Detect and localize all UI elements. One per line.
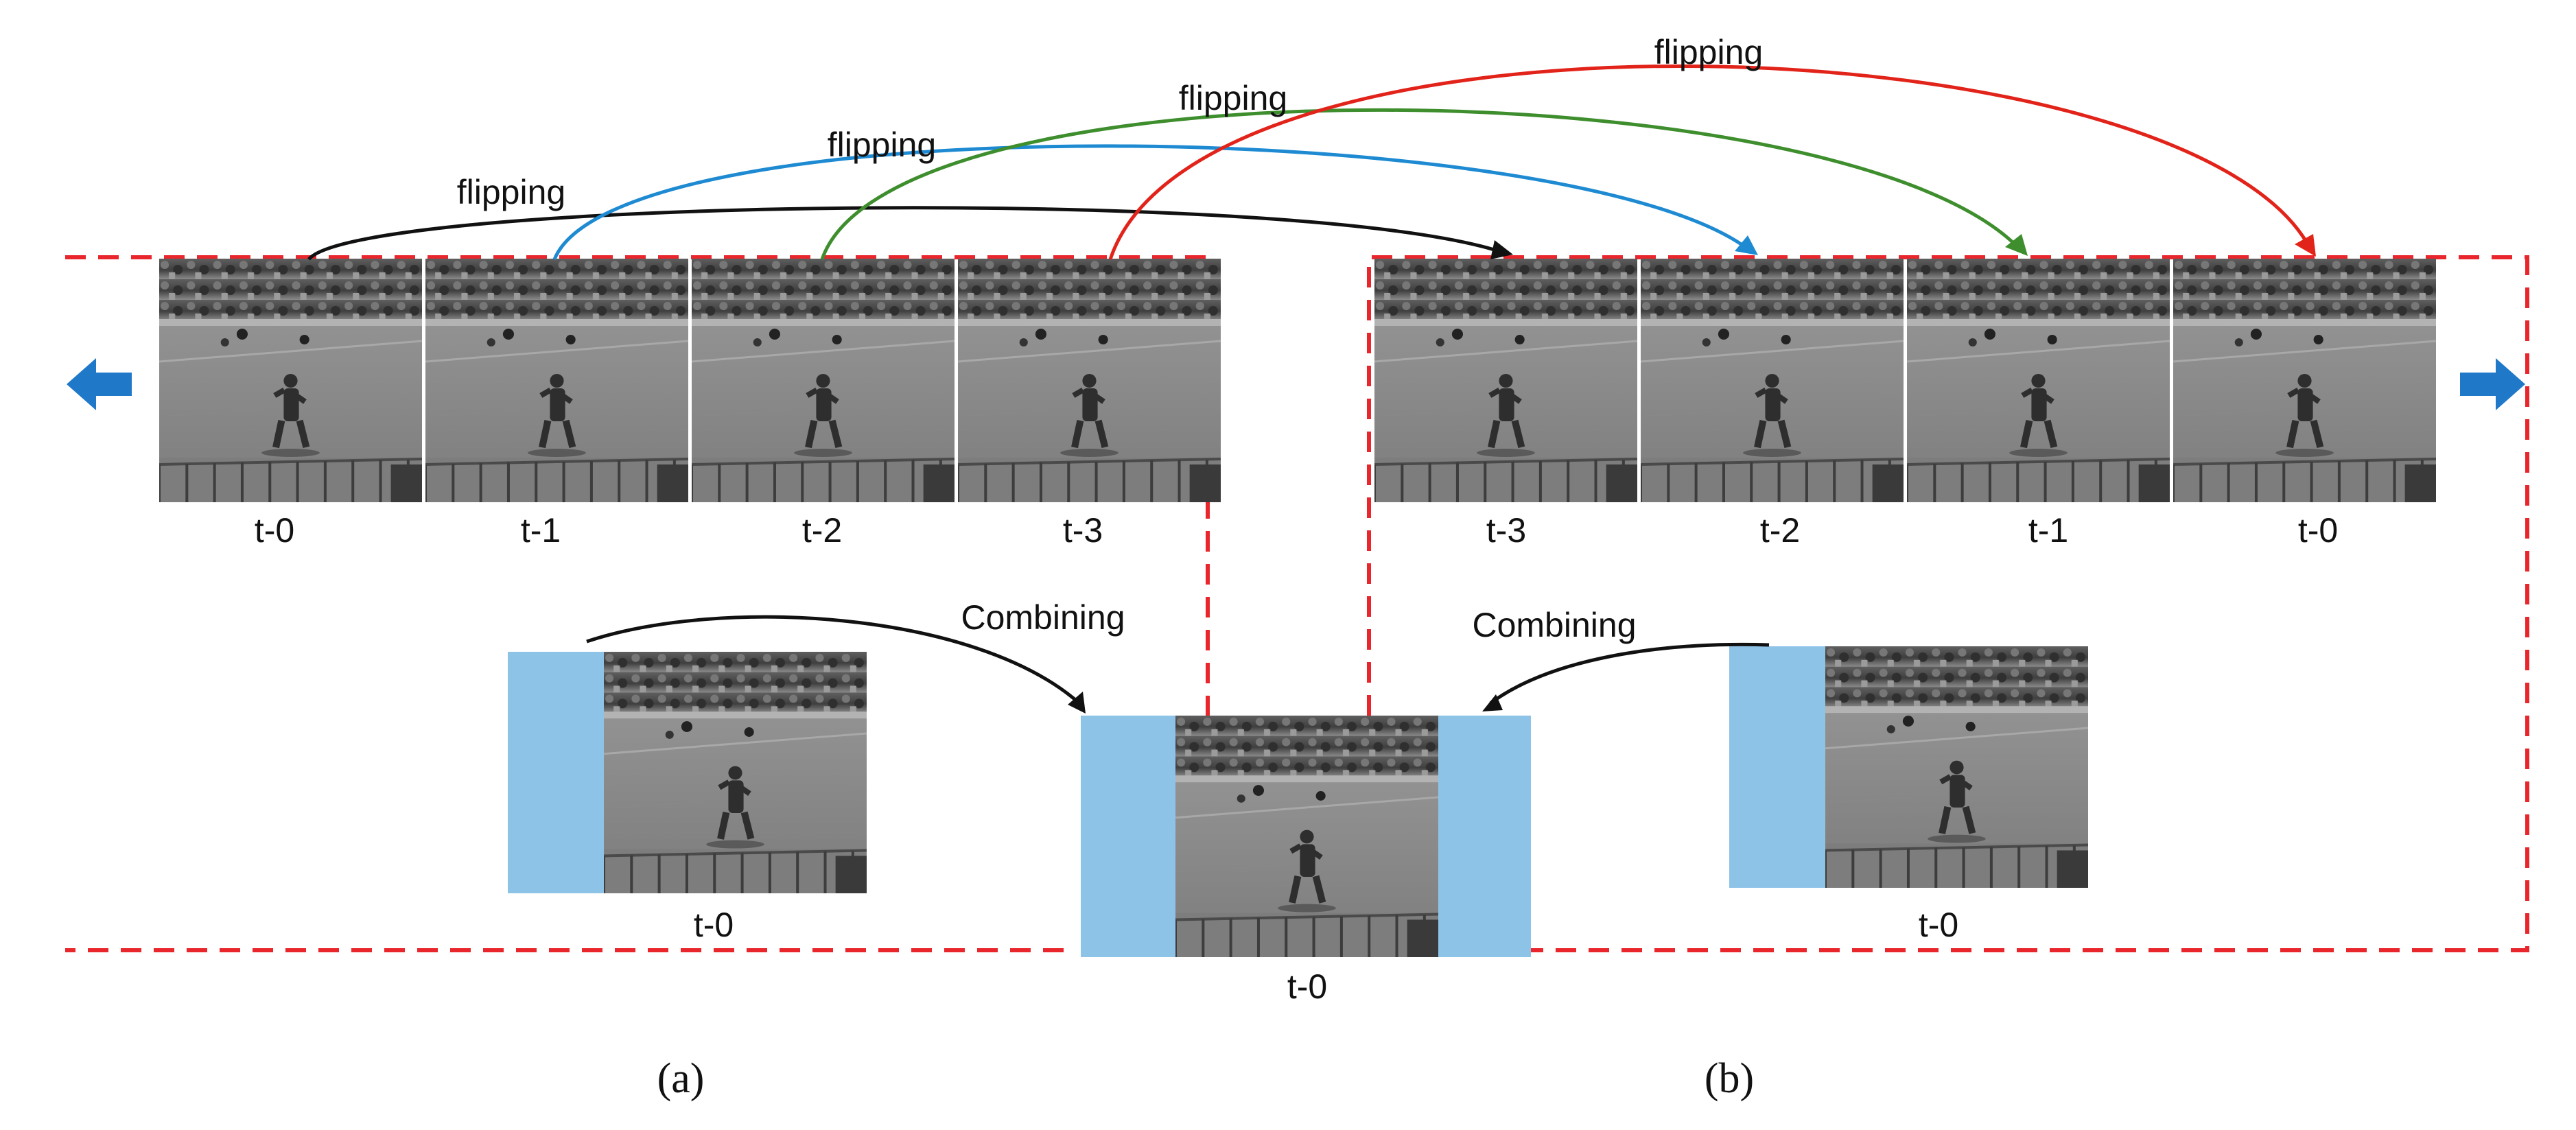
frame-label-a-1: t-0	[255, 511, 294, 550]
padding-block	[508, 652, 604, 893]
caption-a: (a)	[657, 1055, 705, 1102]
frame-label-a-3: t-2	[802, 511, 842, 550]
flip-label-3: flipping	[1179, 79, 1287, 117]
panel-b-border	[1367, 255, 2529, 952]
panel-b-padded-frame	[1729, 646, 2088, 888]
flip-arrowhead-green	[2005, 234, 2028, 256]
combined-frame-label: t-0	[1287, 967, 1327, 1006]
flip-arrow-blue	[552, 144, 1751, 260]
frame-thumbnail	[1825, 646, 2088, 888]
frame-label-b-1: t-3	[1486, 511, 1526, 550]
flip-arrow-green	[820, 108, 2022, 260]
padding-block-right	[1438, 716, 1531, 957]
flip-label-1: flipping	[457, 173, 565, 211]
frame-label-a-2: t-1	[521, 511, 561, 550]
panel-a-border	[65, 255, 1210, 952]
combine-arrowhead-b	[1482, 694, 1503, 711]
frame-thumbnail	[1641, 259, 1904, 502]
small-frame-label-b: t-0	[1919, 906, 1958, 944]
flip-label-4: flipping	[1654, 33, 1763, 71]
frame-thumbnail	[1907, 259, 2170, 502]
combining-label-a: Combining	[961, 598, 1125, 637]
flip-arrow-red	[1108, 64, 2313, 260]
frame-thumbnail	[425, 259, 688, 502]
combine-arrowhead-a	[1068, 692, 1086, 714]
frame-thumbnail	[1374, 259, 1637, 502]
frame-thumbnail	[958, 259, 1221, 502]
frame-thumbnail	[692, 259, 955, 502]
frame-thumbnail	[1175, 716, 1438, 957]
frame-label-b-3: t-1	[2028, 511, 2068, 550]
padding-block	[1729, 646, 1825, 888]
flip-label-2: flipping	[828, 126, 936, 164]
flip-arrowhead-black	[1490, 240, 1513, 259]
flip-arrowhead-red	[2295, 234, 2316, 257]
padding-block-left	[1081, 716, 1175, 957]
frame-label-b-2: t-2	[1760, 511, 1800, 550]
arrow-right-icon	[2460, 358, 2525, 410]
caption-b: (b)	[1705, 1055, 1754, 1102]
frame-label-a-4: t-3	[1063, 511, 1103, 550]
flip-arrow-black	[307, 206, 1503, 261]
combining-label-b: Combining	[1472, 606, 1636, 644]
panel-b-frames	[1374, 259, 2436, 502]
combine-arrow-b	[1489, 642, 1770, 705]
combined-frame	[1081, 716, 1531, 957]
flip-arrowhead-blue	[1735, 235, 1758, 255]
panel-a-frames	[159, 259, 1221, 502]
frame-label-b-4: t-0	[2298, 511, 2338, 550]
small-frame-label-a: t-0	[694, 906, 734, 944]
panel-a-padded-frame	[508, 652, 867, 893]
frame-thumbnail	[159, 259, 422, 502]
frame-thumbnail	[604, 652, 867, 893]
arrow-left-icon	[67, 358, 132, 410]
combine-arrow-a	[586, 615, 1081, 705]
frame-thumbnail	[2173, 259, 2436, 502]
